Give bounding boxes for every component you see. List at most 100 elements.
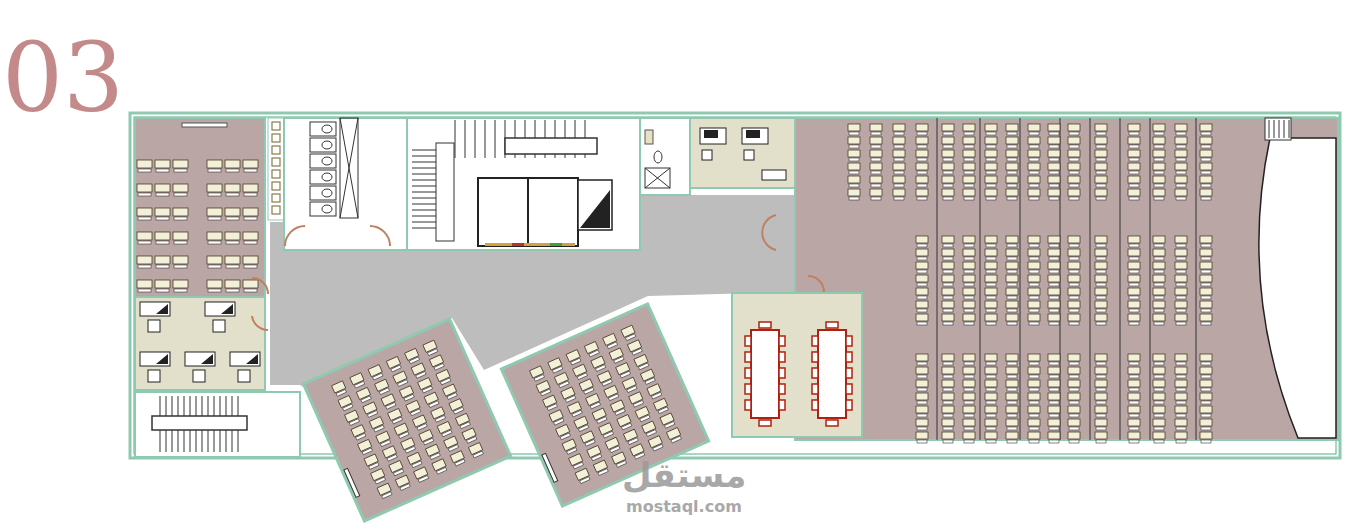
desk <box>1068 419 1080 426</box>
seat <box>985 354 997 365</box>
chair <box>917 375 927 378</box>
seat <box>942 150 954 161</box>
desk <box>942 393 954 400</box>
toilet <box>322 173 332 181</box>
chair <box>986 244 996 247</box>
chair <box>1201 132 1211 135</box>
seat <box>1048 150 1060 161</box>
seat <box>1175 275 1187 286</box>
lift-door <box>485 243 575 246</box>
desk <box>1153 124 1165 131</box>
chair <box>1129 158 1139 161</box>
chair <box>1007 414 1017 417</box>
chair <box>1201 171 1211 174</box>
chair <box>541 389 551 396</box>
seat <box>893 189 905 200</box>
seat <box>942 393 954 404</box>
chair <box>964 440 974 443</box>
seat <box>1128 163 1140 174</box>
seat <box>1200 380 1212 391</box>
chair <box>964 427 974 430</box>
desk <box>985 150 997 157</box>
desk <box>1153 236 1165 243</box>
watermark: مستقل <box>622 458 746 492</box>
office-desk <box>185 352 215 366</box>
desk <box>1048 262 1060 269</box>
desk <box>1028 137 1040 144</box>
desk <box>1006 236 1018 243</box>
chair <box>894 184 904 187</box>
chair <box>1176 375 1186 378</box>
chair <box>894 197 904 200</box>
chair <box>1129 270 1139 273</box>
chair <box>1201 309 1211 312</box>
seat <box>893 150 905 161</box>
chair <box>917 388 927 391</box>
desk <box>1200 380 1212 387</box>
chair <box>565 396 575 403</box>
chair <box>174 265 187 268</box>
seat <box>916 367 928 378</box>
seat <box>1048 163 1060 174</box>
desk <box>1028 380 1040 387</box>
seat <box>1048 419 1060 430</box>
chair <box>964 309 974 312</box>
seat <box>1028 163 1040 174</box>
chair <box>418 476 428 483</box>
desk <box>1095 393 1107 400</box>
stair-step <box>485 120 486 158</box>
chair <box>382 492 392 499</box>
chair <box>448 445 458 452</box>
desk <box>1175 137 1187 144</box>
chair <box>1049 388 1059 391</box>
seat <box>1048 236 1060 247</box>
desk <box>243 280 258 288</box>
desk <box>1095 150 1107 157</box>
chair <box>440 378 450 385</box>
chair <box>397 380 407 387</box>
seat <box>985 249 997 260</box>
desk <box>1128 314 1140 321</box>
chair <box>1129 184 1139 187</box>
desk <box>916 275 928 282</box>
desk <box>848 176 860 183</box>
desk <box>1200 314 1212 321</box>
stair-step <box>412 192 436 193</box>
chair <box>1201 197 1211 200</box>
chair <box>1007 362 1017 365</box>
desk <box>1175 406 1187 413</box>
desk <box>1200 393 1212 400</box>
desk <box>1200 367 1212 374</box>
chair <box>943 158 953 161</box>
chair <box>559 381 569 388</box>
stair-step <box>495 120 496 158</box>
storage-unit <box>272 206 280 214</box>
seat <box>1175 189 1187 200</box>
chair <box>1069 362 1079 365</box>
chair <box>1201 184 1211 187</box>
desk <box>1128 176 1140 183</box>
desk <box>1128 137 1140 144</box>
seat <box>916 314 928 325</box>
office-chair <box>193 370 205 382</box>
storage <box>268 118 284 220</box>
desk <box>1095 163 1107 170</box>
office-desk <box>700 128 726 144</box>
seat <box>1153 314 1165 325</box>
desk <box>848 189 860 196</box>
desk <box>1128 367 1140 374</box>
desk <box>1200 163 1212 170</box>
chair <box>367 411 377 418</box>
desk <box>942 301 954 308</box>
desk <box>1175 354 1187 361</box>
seat <box>1128 236 1140 247</box>
seat <box>985 124 997 135</box>
seat <box>916 380 928 391</box>
toilet-cubicle <box>310 202 336 216</box>
desk <box>963 163 975 170</box>
desk <box>1068 432 1080 439</box>
desk <box>225 256 240 264</box>
seat <box>1153 301 1165 312</box>
chair <box>943 375 953 378</box>
chair <box>894 145 904 148</box>
